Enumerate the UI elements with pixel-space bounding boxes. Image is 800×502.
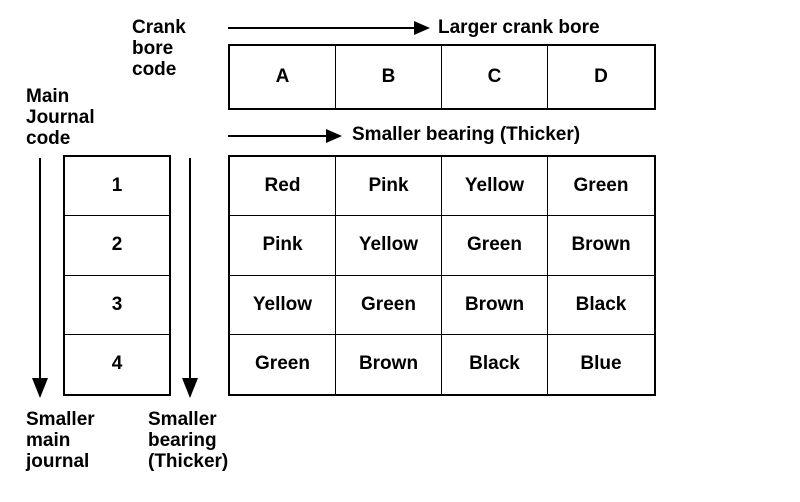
- main-journal-code-cell: 2: [65, 216, 169, 276]
- bearing-color-cell: Yellow: [336, 216, 442, 276]
- bearing-color-cell: Green: [442, 216, 548, 276]
- crank-bore-code-cell: D: [594, 66, 608, 87]
- bearing-color-cell: Yellow: [230, 275, 336, 335]
- bearing-color-cell: Brown: [336, 334, 442, 394]
- bearing-color-table: Red Pink Yellow Green Pink Yellow Green …: [228, 155, 656, 396]
- larger-crank-bore-arrow: [228, 21, 430, 35]
- smaller-bearing-top-label: Smaller bearing (Thicker): [352, 124, 581, 145]
- main-journal-code-table: 1 2 3 4: [63, 155, 171, 396]
- crank-bore-code-table: A B C D: [228, 44, 656, 110]
- crank-bore-code-cell: B: [336, 46, 442, 108]
- bearing-color-cell: Black: [548, 276, 654, 335]
- main-journal-code-cell: 1: [65, 157, 169, 217]
- smaller-bearing-down-arrow: [182, 158, 198, 398]
- bearing-color-cell: Brown: [442, 275, 548, 335]
- bearing-color-cell: Green: [336, 275, 442, 335]
- smaller-bearing-arrow: [228, 129, 342, 143]
- bearing-color-cell: Brown: [548, 216, 654, 276]
- bearing-color-cell: Pink: [230, 216, 336, 276]
- bearing-color-cell: Black: [442, 334, 548, 394]
- bearing-color-cell: Red: [230, 157, 336, 217]
- bearing-color-cell: Green: [230, 334, 336, 394]
- bearing-color-cell: Pink: [336, 157, 442, 217]
- bearing-color-cell: Blue: [580, 353, 622, 375]
- crank-bore-code-cell: A: [230, 46, 336, 108]
- larger-crank-bore-label: Larger crank bore: [438, 17, 600, 38]
- smaller-bearing-bottom-label: Smaller bearing (Thicker): [148, 409, 229, 472]
- bearing-color-cell: Yellow: [442, 157, 548, 217]
- main-journal-code-label: Main Journal code: [26, 86, 95, 149]
- smaller-main-journal-arrow: [32, 158, 48, 398]
- smaller-main-journal-label: Smaller main journal: [26, 409, 95, 472]
- crank-bore-code-cell: C: [442, 46, 548, 108]
- main-journal-code-cell: 3: [65, 276, 169, 335]
- main-journal-code-cell: 4: [111, 353, 123, 375]
- bearing-color-cell: Green: [548, 157, 654, 217]
- crank-bore-code-label: Crank bore code: [132, 17, 186, 80]
